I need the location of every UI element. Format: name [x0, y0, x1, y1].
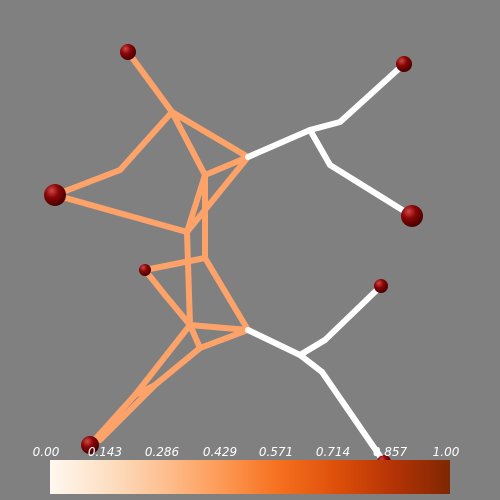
orange-bond-18 — [132, 322, 193, 398]
colorbar-tick-1: 0.143 — [88, 445, 122, 459]
orange-bond-2 — [169, 109, 208, 178]
colorbar-tick-2: 0.286 — [145, 445, 180, 459]
white-bond-4 — [327, 162, 415, 219]
orange-bond-11 — [187, 322, 251, 333]
colorbar-tick-4: 0.571 — [259, 445, 293, 459]
white-bond-3 — [307, 127, 333, 168]
colorbar-tick-6: 0.857 — [373, 445, 408, 459]
orange-bond-7 — [202, 154, 251, 178]
atoms — [44, 44, 423, 469]
white-bond-1 — [307, 119, 343, 133]
orange-bond-10 — [184, 229, 193, 328]
atom-bottom-left — [81, 436, 99, 454]
atom-top — [120, 44, 136, 60]
orange-bonds — [52, 49, 251, 448]
orange-bond-9 — [184, 154, 251, 235]
orange-bond-13 — [142, 255, 208, 273]
atom-top-right — [396, 56, 412, 72]
orange-bond-5 — [52, 192, 190, 235]
white-bond-7 — [322, 283, 384, 343]
colorbar-ticks: 0.00 0.143 0.286 0.429 0.571 0.714 0.857… — [33, 445, 460, 459]
white-bond-6 — [297, 337, 328, 358]
white-bond-8 — [297, 352, 325, 375]
white-bond-5 — [245, 327, 303, 358]
atom-right-lower — [374, 279, 388, 293]
colorbar-tick-5: 0.714 — [316, 445, 350, 459]
atom-center-left — [139, 264, 151, 276]
atom-left — [44, 184, 66, 206]
orange-bond-15 — [162, 292, 193, 328]
white-bond-2 — [337, 61, 407, 125]
orange-bond-12 — [202, 255, 251, 333]
colorbar-tick-7: 1.00 — [433, 445, 460, 459]
colorbar-tick-3: 0.429 — [203, 445, 237, 459]
colorbar-tick-0: 0.00 — [33, 445, 60, 459]
colorbar: 0.00 0.143 0.286 0.429 0.571 0.714 0.857… — [33, 445, 460, 494]
orange-bond-3 — [117, 109, 175, 173]
orange-bond-19 — [152, 345, 203, 388]
colorbar-gradient-bar — [50, 460, 450, 494]
orange-bond-22 — [97, 382, 158, 443]
atom-right — [401, 205, 423, 227]
orange-bond-4 — [52, 167, 123, 198]
orange-bond-16 — [187, 322, 203, 351]
orange-bond-0 — [125, 49, 175, 115]
white-bond-0 — [245, 127, 313, 160]
white-bond-9 — [319, 369, 387, 465]
orange-bond-17 — [197, 327, 251, 351]
orange-bond-1 — [169, 109, 251, 160]
orange-bond-21 — [87, 392, 138, 448]
white-bonds — [245, 61, 415, 465]
